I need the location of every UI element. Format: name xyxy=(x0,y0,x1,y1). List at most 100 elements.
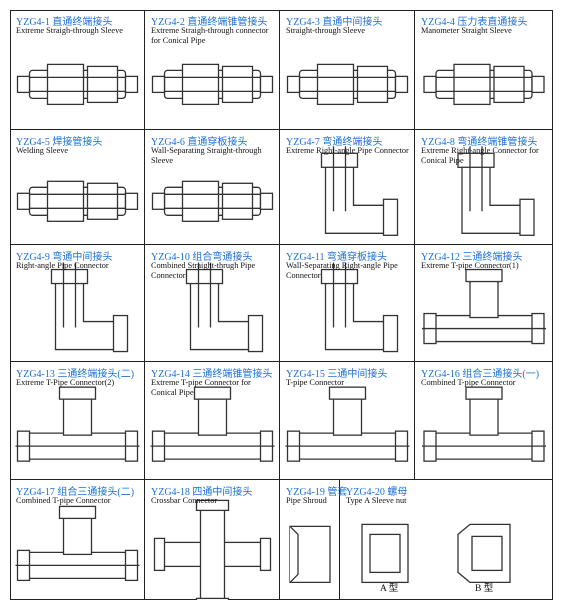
fitting-code-label: YZG4-7 弯通终端接头 xyxy=(286,137,383,148)
fitting-code-label: YZG4-19 管套 xyxy=(286,487,348,498)
fitting-english-label: Welding Sleeve xyxy=(16,146,69,155)
fitting-code-label: YZG4-8 弯通终端锥管接头 xyxy=(421,137,538,148)
fitting-english-label: Extreme Right-angle Pipe Connector xyxy=(286,146,409,155)
fitting-drawing xyxy=(289,525,331,584)
fitting-drawing xyxy=(16,63,139,106)
fitting-drawing xyxy=(185,262,264,353)
fitting-english-label: Extreme Straigh-through Sleeve xyxy=(16,26,123,35)
fitting-english-label: Extreme T-Pipe Connector(2) xyxy=(16,378,115,387)
fitting-english-label: Crossbar Connector xyxy=(151,496,218,505)
fitting-illustration xyxy=(286,63,409,106)
fitting-code-label: YZG4-12 三通终端接头 xyxy=(421,252,523,263)
fitting-code-label: YZG4-10 组合弯通接头 xyxy=(151,252,253,263)
fitting-illustration xyxy=(285,386,410,462)
fitting-english-label: Combined T-pipe Connector xyxy=(421,378,516,387)
fitting-code-label: YZG4-13 三通终端接头(二) xyxy=(16,369,135,380)
fitting-illustration xyxy=(153,499,272,600)
fitting-code-label: YZG4-20 螺母 xyxy=(346,487,408,498)
fitting-illustration xyxy=(50,262,129,353)
fitting-english-label: Extreme Straigh-through connector for Co… xyxy=(151,26,269,45)
fitting-drawing xyxy=(320,146,399,236)
fitting-code-label: YZG4-11 弯通穿板接头 xyxy=(286,252,388,263)
fitting-code-label: YZG4-6 直通穿板接头 xyxy=(151,137,248,148)
fitting-english-label: Extreme T-pipe Connector(1) xyxy=(421,261,519,270)
fitting-code-label: YZG4-9 弯通中间接头 xyxy=(16,252,113,263)
fitting-illustration xyxy=(320,262,399,353)
fitting-english-label: Combined T-pipe Connector xyxy=(16,496,111,505)
fitting-drawing xyxy=(422,386,546,462)
fitting-drawing xyxy=(150,386,275,462)
fitting-illustration xyxy=(423,63,545,106)
fitting-drawing xyxy=(15,386,140,462)
fitting-code-label: YZG4-14 三通终端锥管接头 xyxy=(151,369,273,380)
fitting-illustration xyxy=(457,146,535,236)
fitting-english-label: Extreme T-pipe Connector for Conical Pip… xyxy=(151,378,251,397)
fitting-drawing xyxy=(151,63,274,106)
fitting-illustration xyxy=(15,505,140,582)
type-a-label: A 型 xyxy=(380,584,399,594)
fitting-english-label: Manometer Straight Sleeve xyxy=(421,26,512,35)
fitting-code-label: YZG4-3 直通中间接头 xyxy=(286,17,383,28)
fitting-english-label: T-pipe Connector xyxy=(286,378,344,387)
fitting-code-label: YZG4-17 组合三通接头(二) xyxy=(16,487,135,498)
fitting-english-label: Straight-through Sleeve xyxy=(286,26,366,35)
type-b-label: B 型 xyxy=(475,584,494,594)
fitting-drawing xyxy=(151,180,274,222)
fitting-illustration xyxy=(16,63,139,106)
fitting-drawing xyxy=(285,386,410,462)
fitting-drawing xyxy=(423,63,545,106)
fitting-drawing xyxy=(16,180,139,222)
fitting-code-label: YZG4-5 焊接管接头 xyxy=(16,137,103,148)
fitting-illustration xyxy=(150,386,275,462)
fitting-illustration xyxy=(422,386,546,462)
fitting-drawing xyxy=(361,523,511,584)
fitting-illustration xyxy=(289,525,331,584)
fitting-drawing xyxy=(153,499,272,600)
fitting-english-label: Type A Sleeve nut xyxy=(346,496,407,505)
catalog-cell-16: YZG4-16 组合三通接头(一)Combined T-pipe Connect… xyxy=(415,362,553,480)
fitting-illustration xyxy=(16,180,139,222)
fitting-code-label: YZG4-18 四通中间接头 xyxy=(151,487,253,498)
fitting-code-label: YZG4-16 组合三通接头(一) xyxy=(421,369,540,380)
fitting-drawing xyxy=(286,63,409,106)
catalog-cell-17: YZG4-17 组合三通接头(二)Combined T-pipe Connect… xyxy=(10,480,145,600)
fitting-english-label: Extreme Right-angle Connector for Conica… xyxy=(421,146,539,165)
fitting-english-label: Right-angle Pipe Connector xyxy=(16,261,109,270)
fitting-code-label: YZG4-2 直通终端锥管接头 xyxy=(151,17,268,28)
catalog-grid-border xyxy=(10,10,553,600)
fitting-code-label: YZG4-15 三通中间接头 xyxy=(286,369,388,380)
fitting-drawing xyxy=(422,268,546,345)
fitting-drawing xyxy=(320,262,399,353)
fitting-english-label: Wall-Separating Straight-through Sleeve xyxy=(151,146,262,165)
fitting-english-label: Combined Straight-thrugh Pipe Connector xyxy=(151,261,256,280)
catalog-cell-13: YZG4-13 三通终端接头(二)Extreme T-Pipe Connecto… xyxy=(10,362,145,480)
fitting-illustration xyxy=(320,146,399,236)
fitting-english-label: Wall-Separating Right-angle Pipe Connect… xyxy=(286,261,398,280)
fitting-drawing xyxy=(15,505,140,582)
fitting-illustration xyxy=(422,268,546,345)
fitting-drawing xyxy=(50,262,129,353)
fitting-code-label: YZG4-1 直通终端接头 xyxy=(16,17,113,28)
fitting-illustration xyxy=(151,63,274,106)
fitting-drawing xyxy=(457,146,535,236)
fitting-illustration xyxy=(185,262,264,353)
fitting-code-label: YZG4-4 压力表直通接头 xyxy=(421,17,528,28)
